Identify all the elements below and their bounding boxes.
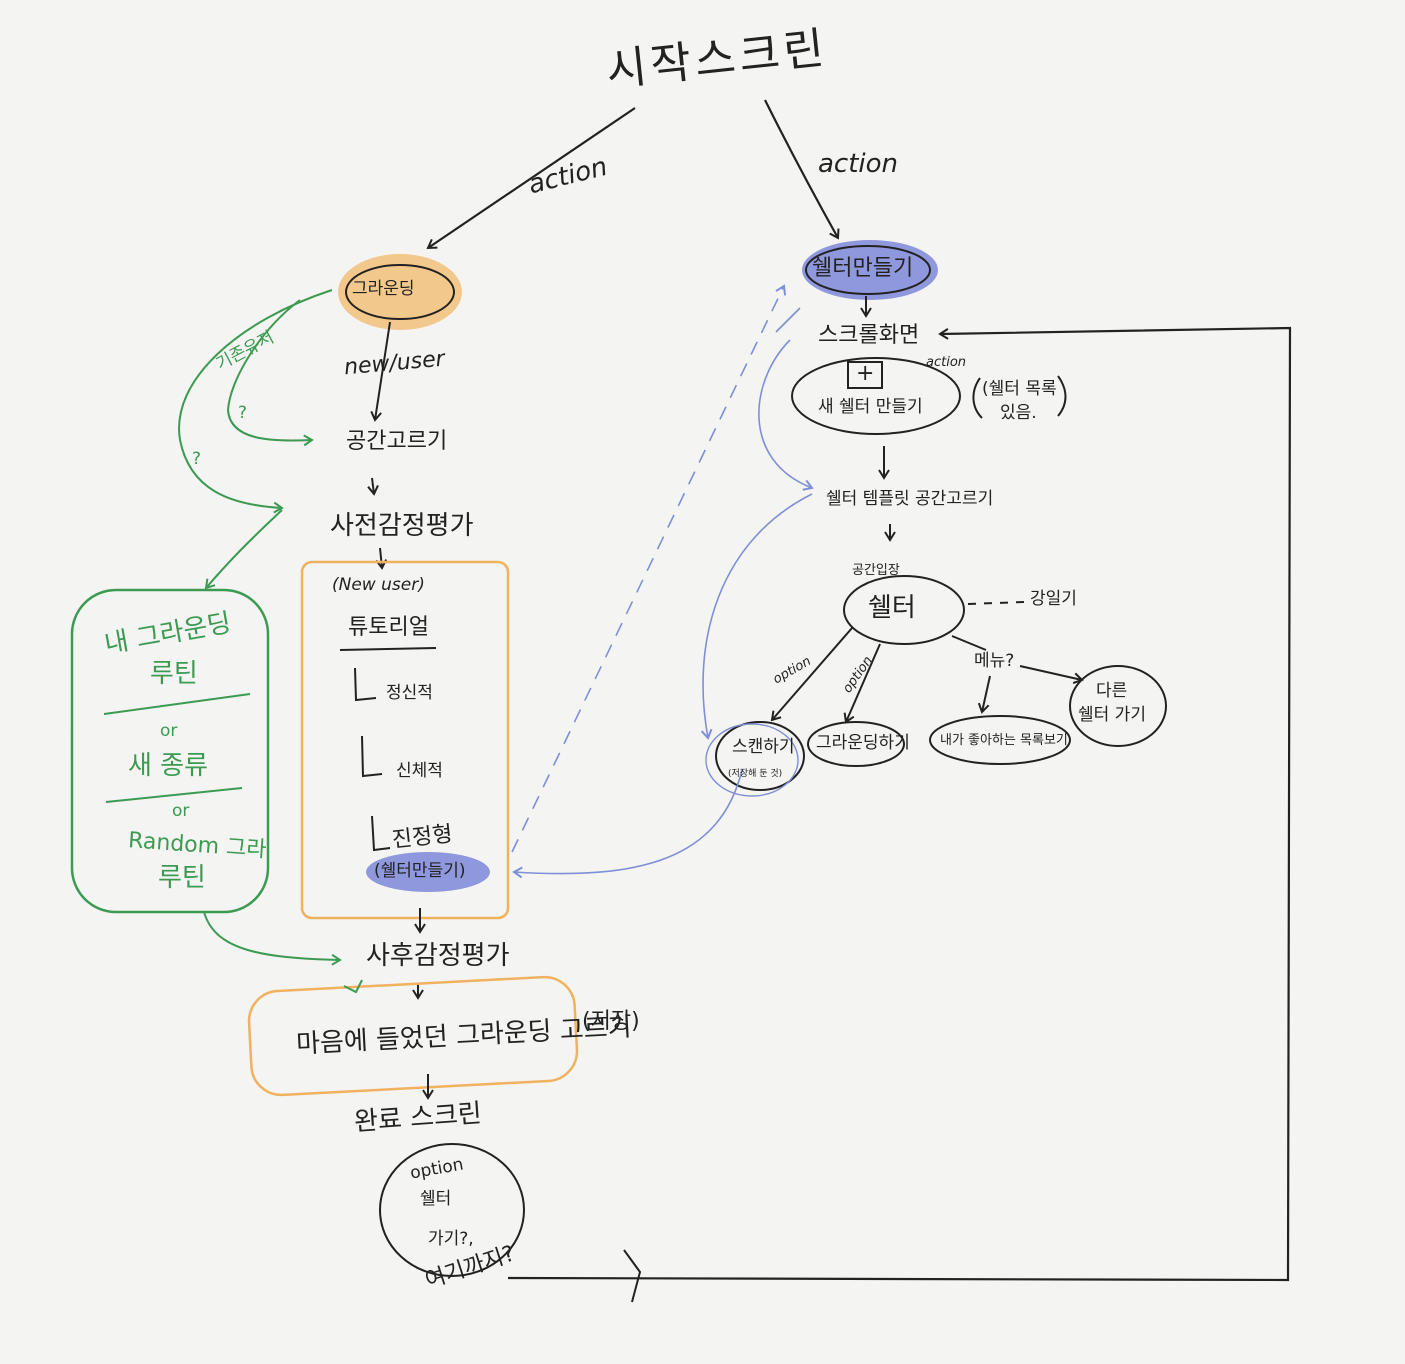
blue-arrow-scan-to-tutorial	[512, 769, 743, 879]
favorite-box	[247, 975, 579, 1097]
action-favorites-label: 내가 좋아하는 목록보기	[940, 733, 1068, 748]
scroll-screen-label: 스크롤화면	[818, 323, 920, 348]
step-space-select: 공간고르기	[346, 429, 448, 454]
shelter-exit-note: 강일기	[1030, 589, 1077, 609]
shelter-list-note-line1: (쉘터 목록	[982, 379, 1057, 399]
right-action-label: action	[818, 149, 899, 179]
tutorial-step-physical: 신체적	[396, 761, 443, 781]
scan-node	[715, 721, 805, 791]
tutorial-shelter-badge	[366, 852, 490, 892]
loop-chevron	[623, 1249, 642, 1303]
blue-arrow-to-make-shelter-side	[775, 307, 801, 333]
arrow-title-to-make-shelter	[764, 99, 840, 240]
arrow-pre-eval-to-tutorial	[375, 547, 388, 570]
grounding-action-node	[807, 721, 905, 767]
tutorial-box	[300, 560, 510, 920]
routine-new-type: 새 종류	[128, 751, 209, 781]
step-pre-eval: 사전감정평가	[330, 511, 474, 541]
tutorial-heading: 튜토리얼	[348, 615, 429, 640]
grounding-node-fill	[338, 254, 462, 330]
question-mark-1: ?	[238, 403, 248, 423]
green-arrow-pre-eval-to-routine	[204, 509, 283, 590]
shelter-list-note-paren-close	[1057, 375, 1067, 417]
plus-box	[847, 361, 883, 389]
done-option-circle	[379, 1143, 525, 1277]
tutorial-shelter-badge-label: (쉘터만들기)	[374, 861, 466, 881]
arrow-shelter-to-grounding	[843, 643, 881, 724]
grounding-node-label: 그라운딩	[352, 279, 415, 299]
action-other-shelter-line2: 쉘터 가기	[1078, 705, 1146, 725]
arrow-title-to-grounding	[426, 107, 636, 250]
routine-my-routine-line2: 루틴	[150, 659, 198, 689]
arrow-grounding-to-space	[370, 321, 391, 422]
routine-options-box	[70, 588, 270, 914]
action-scan-label: 스캔하기	[732, 737, 795, 757]
tutorial-step-mental: 정신적	[386, 683, 433, 703]
routine-random-line2: 루틴	[158, 863, 206, 893]
shelter-list-note-line2: 있음.	[1000, 403, 1037, 423]
grounding-node-outline	[345, 264, 455, 320]
shelter-list-note-paren-open	[972, 377, 983, 419]
action-grounding-label: 그라운딩하기	[816, 733, 910, 753]
arrow-shelter-to-scan	[770, 627, 853, 722]
tutorial-underline	[339, 647, 437, 651]
question-mark-2: ?	[192, 449, 202, 469]
green-arrow-grounding-to-space	[226, 299, 314, 447]
make-shelter-node-fill	[802, 240, 938, 300]
make-shelter-node-label: 쉘터만들기	[812, 256, 914, 281]
save-note: (저장)	[582, 1009, 640, 1034]
routine-divider-1	[103, 693, 251, 715]
other-shelter-node	[1069, 665, 1167, 747]
template-space-label: 쉘터 템플릿 공간고르기	[826, 489, 994, 509]
green-arrow-grounding-to-pre-eval	[178, 289, 333, 514]
new-shelter-label: 새 쉘터 만들기	[818, 397, 923, 417]
new-shelter-node	[791, 357, 961, 435]
plus-action-label: action	[926, 355, 967, 370]
routine-or-1: or	[160, 721, 178, 741]
tutorial-step-2-hook	[361, 735, 383, 778]
scan-blue-halo	[705, 723, 799, 797]
step-post-eval: 사후감정평가	[366, 941, 510, 971]
blue-arrow-scroll-to-template	[758, 339, 814, 491]
loop-done-to-scroll	[507, 326, 1292, 1282]
blue-dashed-tutorial-to-make-shelter	[511, 284, 787, 853]
arrow-menu-to-other	[1019, 665, 1084, 685]
arrow-space-to-pre-eval	[367, 477, 379, 496]
blue-arrow-template-to-scan	[700, 493, 813, 740]
action-other-shelter-line1: 다른	[1096, 681, 1128, 701]
tutorial-step-1-hook	[354, 667, 377, 702]
arrow-menu-to-favorites	[977, 675, 991, 714]
space-feeling-label: 공간입장	[852, 563, 900, 578]
done-option-line3: 가기?,	[428, 1229, 474, 1249]
green-arrow-routine-to-post-eval	[203, 911, 342, 966]
make-shelter-node-outline	[805, 245, 931, 295]
edge-menu: 메뉴?	[974, 651, 1015, 671]
shelter-exit-dash	[967, 601, 1025, 605]
done-option-line2: 쉘터	[420, 1189, 452, 1209]
routine-divider-2	[105, 787, 243, 803]
tutorial-step-3-hook	[371, 815, 391, 852]
tutorial-new-user: (New user)	[332, 575, 425, 595]
shelter-node-label: 쉘터	[868, 593, 916, 623]
shelter-node	[843, 575, 965, 645]
plus-symbol: +	[856, 361, 875, 386]
routine-or-2: or	[172, 801, 190, 821]
action-scan-sub: (저장해 둔 것)	[728, 769, 783, 779]
favorites-node	[929, 715, 1071, 765]
arrow-shelter-to-menu	[951, 635, 987, 651]
green-tick	[343, 979, 363, 994]
